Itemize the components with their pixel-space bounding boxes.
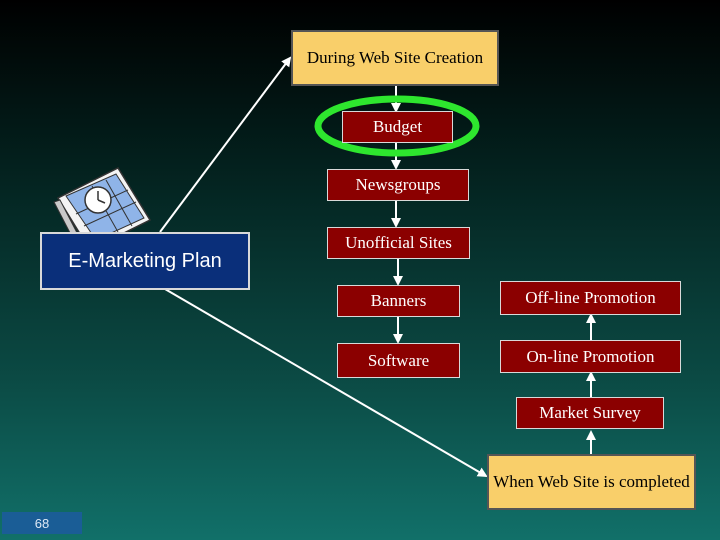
unofficial-sites-label: Unofficial Sites	[345, 233, 452, 252]
page-number: 68	[2, 512, 82, 534]
banners-label: Banners	[370, 291, 427, 310]
banners-box: Banners	[337, 285, 460, 317]
offline-promotion-label: Off-line Promotion	[525, 288, 656, 307]
newsgroups-label: Newsgroups	[355, 175, 441, 194]
software-box: Software	[337, 343, 460, 378]
budget-label: Budget	[372, 117, 423, 136]
online-promotion-label: On-line Promotion	[526, 346, 655, 366]
e-marketing-plan-box: E-Marketing Plan	[40, 232, 250, 290]
budget-box: Budget	[342, 111, 453, 143]
arrow-plan-to-creation	[159, 56, 292, 233]
when-completed-label: When Web Site is completed	[493, 472, 690, 491]
online-promotion-box: On-line Promotion	[500, 340, 681, 373]
offline-promotion-box: Off-line Promotion	[500, 281, 681, 315]
budget-highlight-ring	[314, 95, 480, 157]
e-marketing-plan-label: E-Marketing Plan	[68, 250, 222, 272]
calendar-clipart-icon	[53, 167, 152, 257]
software-label: Software	[367, 350, 430, 370]
market-survey-box: Market Survey	[516, 397, 664, 429]
arrow-plan-to-completed	[164, 288, 488, 478]
newsgroups-box: Newsgroups	[327, 169, 469, 201]
during-creation-label: During Web Site Creation	[306, 48, 484, 67]
market-survey-label: Market Survey	[539, 403, 641, 422]
unofficial-sites-box: Unofficial Sites	[327, 227, 470, 259]
when-completed-box: When Web Site is completed	[487, 454, 696, 510]
during-creation-box: During Web Site Creation	[291, 30, 499, 86]
